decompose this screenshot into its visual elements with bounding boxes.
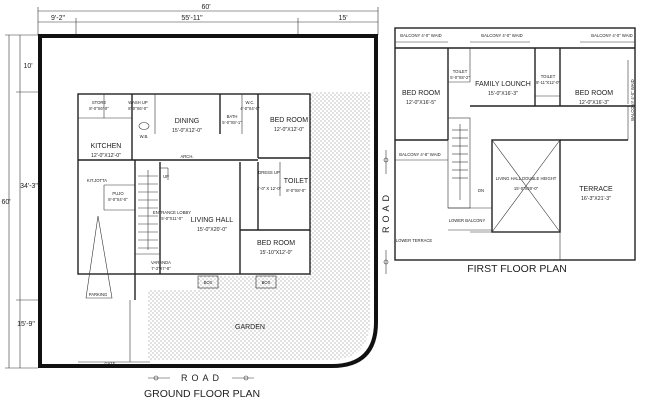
dressup-label: DRESS UP	[258, 170, 280, 175]
ff-toilet2-label: TOILET	[541, 74, 556, 79]
balcony4-label: BALCONY 4'-8" WAID	[399, 152, 440, 157]
staircase	[138, 170, 158, 250]
wc-size: 4'-0"X4'-0"	[240, 106, 260, 111]
veranda-label: VARANDA	[151, 260, 171, 265]
wc-label: W.C.	[245, 100, 254, 105]
kitchen-label: KITCHEN	[91, 143, 122, 150]
box2-label: BOX	[262, 280, 271, 285]
bedroom2-size: 15'-10"X12'-0"	[260, 250, 293, 256]
bedroom1-size: 12'-0"X12'-0"	[274, 127, 304, 133]
dining-label: DINING	[175, 118, 200, 125]
living-label: LIVING HALL	[191, 217, 234, 224]
up-label: UP	[163, 174, 169, 179]
parking-marking	[85, 215, 113, 299]
balcony5-label: BALCONY 4'-0" WAID	[630, 79, 635, 120]
first-floor-walls	[394, 27, 636, 261]
bedroom2-label: BED ROOM	[257, 240, 295, 247]
left-dimensions: 60' 10' 34'-3" 15'-9"	[1, 34, 38, 369]
terrace-size: 16'-3"X21'-3"	[581, 196, 611, 202]
balcony2-label: BALCONY 4'-0" WAID	[481, 33, 522, 38]
bath-size: 5'-0"X8'-1"	[222, 120, 242, 125]
balcony3-label: BALCONY 4'-0" WAID	[591, 33, 632, 38]
pujo-label: PUJO	[112, 191, 124, 196]
toilet-size: 8'-0"X8'-0"	[286, 188, 306, 193]
overall-width-label: 60'	[201, 4, 210, 11]
ff-bedroom1-label: BED ROOM	[402, 90, 440, 97]
ground-floor-room-labels: STORE 8'-0"X6'-0" WASH UP 8'-0"X6'-0" W.…	[87, 100, 309, 366]
veranda-size: 7'-3"X7'-8"	[151, 266, 171, 271]
box1-label: BOX	[204, 280, 213, 285]
house-walls	[77, 93, 311, 363]
garden-area	[148, 92, 370, 360]
double-height-label: LIVING HALL DOUBLE HEIGHT	[496, 176, 557, 181]
store-label: STORE	[92, 100, 107, 105]
house-depth-label: 34'-3"	[20, 183, 38, 190]
first-floor-plan: BALCONY 4'-0" WAID BALCONY 4'-0" WAID BA…	[381, 27, 636, 275]
ff-bedroom2-size: 12'-0"X16'-3"	[579, 100, 609, 106]
dining-size: 15'-0"X12'-0"	[172, 128, 202, 134]
first-road-label: ROAD	[381, 191, 391, 233]
dn-label: DN	[478, 188, 484, 193]
top-setback-label: 10'	[23, 63, 32, 70]
balcony1-label: BALCONY 4'-0" WAID	[400, 33, 441, 38]
bath-label: BATH	[227, 114, 238, 119]
first-floor-room-labels: BALCONY 4'-0" WAID BALCONY 4'-0" WAID BA…	[396, 33, 635, 243]
ff-bedroom1-size: 12'-0"X16'-5"	[406, 100, 436, 106]
family-lounge-size: 15'-0"X16'-3"	[488, 91, 518, 97]
plot-boundary	[38, 34, 378, 368]
double-height-size: 15'-0"X20'-0"	[514, 186, 539, 191]
ground-floor-plan: 60' 9'-2" 55'-11" 15' 60' 10' 34'-3" 15'…	[1, 4, 379, 400]
first-floor-title: FIRST FLOOR PLAN	[467, 263, 567, 275]
washbasin-icon	[138, 122, 150, 130]
bottom-setback-label: 15'-9"	[17, 321, 35, 328]
pujo-size: 8'-0"X4'-0"	[108, 197, 128, 202]
lower-terrace-label: LOWER TERRACE	[396, 238, 433, 243]
top-dimensions: 60' 9'-2" 55'-11" 15'	[37, 4, 379, 35]
ff-bedroom2-label: BED ROOM	[575, 90, 613, 97]
washup-size: 8'-0"X6'-0"	[128, 106, 148, 111]
bedroom1-label: BED ROOM	[270, 117, 308, 124]
terrace-label: TERRACE	[579, 186, 613, 193]
kitjotta-label: KIT.JOTTA	[87, 178, 107, 183]
family-lounge-label: FAMILY LOUNCH	[475, 81, 531, 88]
garden-label: GARDEN	[235, 324, 265, 331]
lower-balcony-label: LOWER BALCONY	[449, 218, 486, 223]
store-size: 8'-0"X6'-0"	[89, 106, 109, 111]
lobby-label: ENTRANCE LOBBY	[153, 210, 191, 215]
dressup-size: 4'-0" X 12'-0"	[257, 186, 282, 191]
washup-label: WASH UP	[128, 100, 148, 105]
left-segment-label: 9'-2"	[51, 15, 65, 22]
ff-toilet2-size: 8'-11"X12'-0"	[536, 80, 560, 85]
wb-label: W.B.	[140, 134, 149, 139]
arch-label: ARCH.	[180, 154, 193, 159]
ground-floor-title: GROUND FLOOR PLAN	[144, 388, 260, 400]
ground-road-label: ROAD	[181, 373, 223, 383]
kitchen-size: 12'-0"X12'-0"	[91, 153, 121, 159]
ff-toilet1-size: 5'-0"X8'-2"	[450, 75, 470, 80]
overall-depth-label: 60'	[1, 199, 10, 206]
middle-segment-label: 55'-11"	[181, 15, 203, 22]
gate-label: GATE	[104, 361, 115, 366]
lobby-size: 5'-0"X11'-0"	[161, 216, 183, 221]
living-size: 15'-0"X20'-0"	[197, 227, 227, 233]
ff-toilet1-label: TOILET	[453, 69, 468, 74]
right-segment-label: 15'	[338, 15, 347, 22]
toilet-label: TOILET	[284, 178, 309, 185]
parking-label: PARKING	[89, 292, 108, 297]
